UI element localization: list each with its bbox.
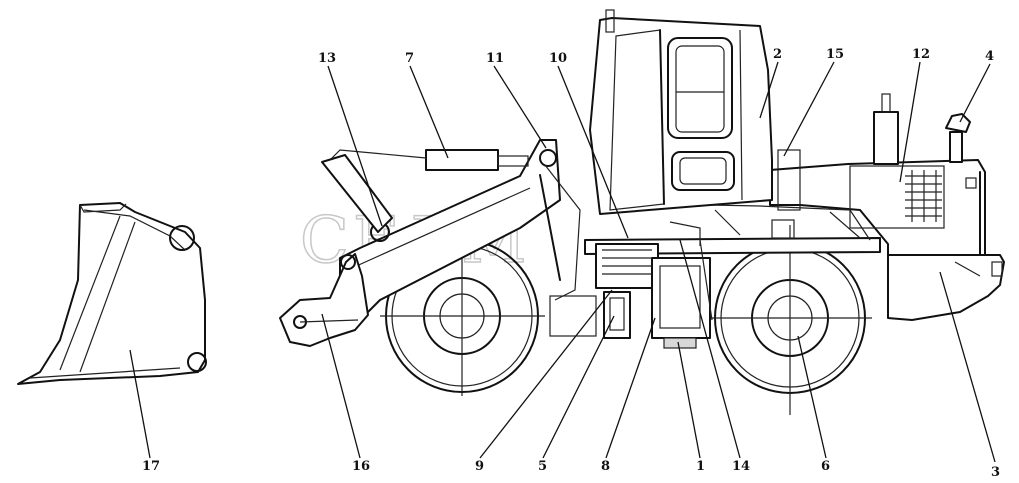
callout-9: 9	[475, 459, 484, 474]
callout-12: 12	[912, 47, 930, 62]
callout-15: 15	[826, 47, 844, 62]
callout-5: 5	[538, 459, 547, 474]
callout-7: 7	[405, 51, 414, 66]
callout-8: 8	[601, 459, 610, 474]
cab	[589, 9, 801, 215]
callout-17: 17	[142, 459, 160, 474]
callout-labels: 1 2 3 4 5 6 7 8 9 10 11 12 13 14 15 16 1…	[142, 47, 1000, 480]
leader-lines	[129, 61, 996, 463]
counterweight	[887, 254, 1005, 321]
engine-hood	[769, 93, 986, 256]
boom	[329, 139, 561, 321]
callout-11: 11	[486, 51, 504, 66]
callout-1: 1	[696, 459, 705, 474]
callout-16: 16	[352, 459, 370, 474]
callout-6: 6	[821, 459, 830, 474]
drivetrain	[549, 221, 713, 349]
front-bucket	[279, 253, 369, 347]
callout-2: 2	[773, 47, 782, 62]
callout-3: 3	[991, 465, 1000, 480]
bucket-linkage	[321, 154, 581, 301]
callout-14: 14	[732, 459, 750, 474]
callout-13: 13	[318, 51, 336, 66]
callout-4: 4	[985, 49, 994, 64]
callout-10: 10	[549, 51, 567, 66]
spare-bucket	[17, 202, 207, 385]
